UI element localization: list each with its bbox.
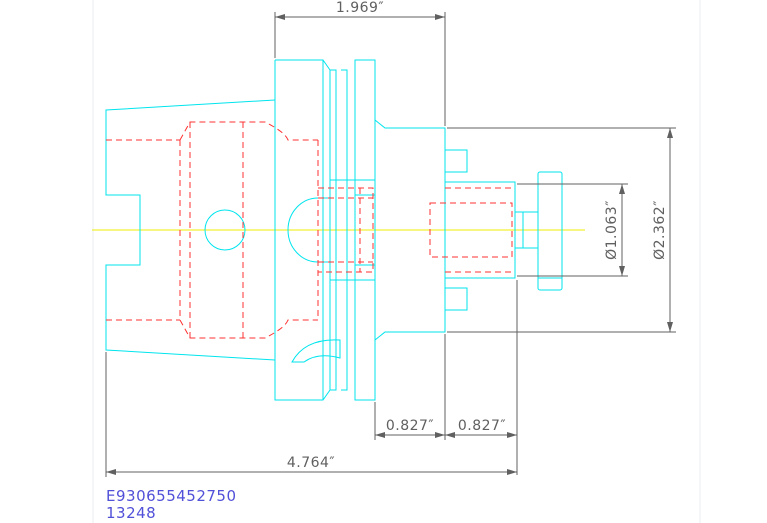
frame-borders (92, 0, 701, 523)
dim-right-gap: 0.827″ (458, 418, 506, 434)
dim-overall-length: 4.764″ (287, 455, 335, 471)
hidden-lines (106, 121, 513, 339)
part-number-label: E930655452750 (106, 487, 237, 505)
dim-top-length: 1.969″ (336, 0, 384, 16)
dim-outer-diameter: Ø2.362″ (652, 200, 668, 260)
dimension-lines (105, 12, 676, 477)
dim-left-gap: 0.827″ (386, 418, 434, 434)
code-label: 13248 (106, 504, 157, 522)
dim-inner-diameter: Ø1.063″ (604, 200, 620, 260)
